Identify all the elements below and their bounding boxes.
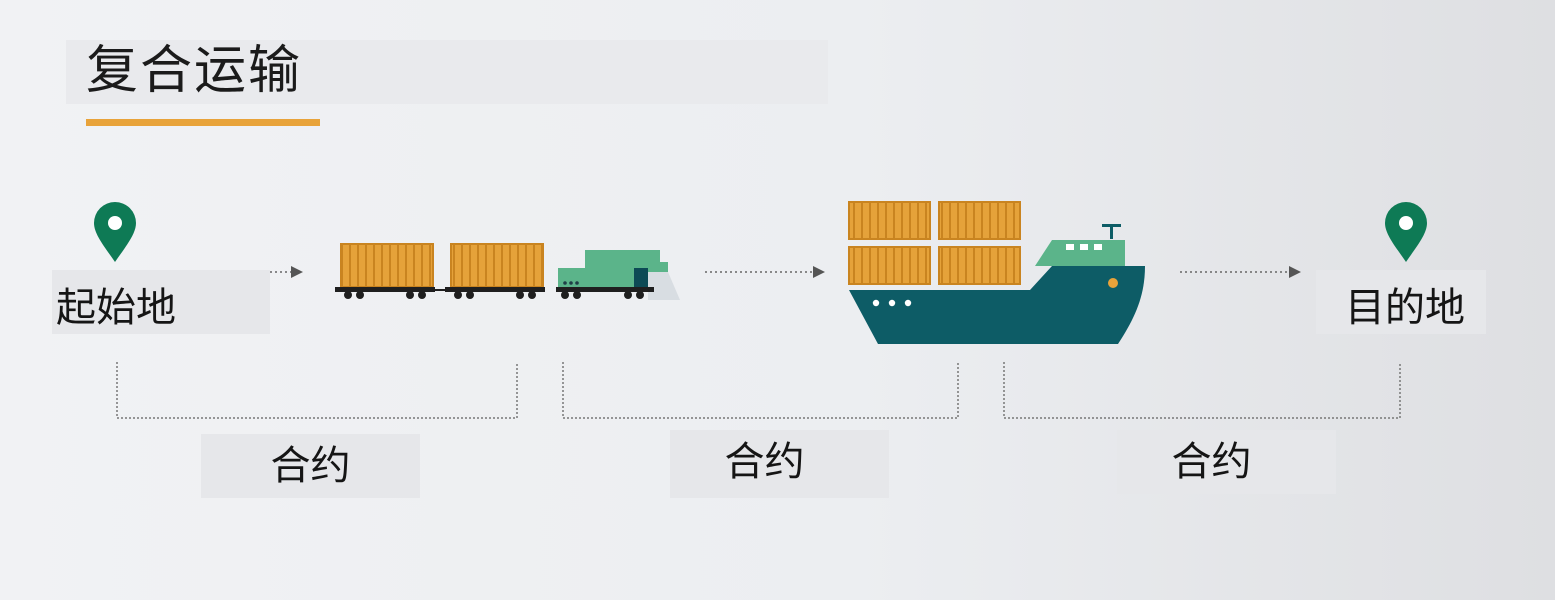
contract-bracket-3 [1003, 362, 1401, 419]
contract-label-box-2 [670, 430, 889, 498]
destination-label: 目的地 [1345, 285, 1465, 331]
title-underline [86, 119, 320, 126]
contract-bracket-1 [116, 362, 518, 419]
page-title: 复合运输 [86, 41, 303, 101]
train-icon [335, 243, 680, 300]
destination-pin-icon [1385, 202, 1427, 262]
title-background [66, 40, 828, 104]
contract-label-box-1 [201, 434, 420, 498]
origin-pin-icon [94, 202, 136, 262]
contract-label-1: 合约 [270, 443, 351, 489]
origin-label-box [52, 270, 270, 334]
contract-label-2: 合约 [724, 439, 805, 485]
contract-label-box-3 [1117, 430, 1336, 494]
container-ship-icon [848, 201, 1145, 344]
contract-bracket-2 [562, 362, 959, 419]
contract-label-3: 合约 [1171, 439, 1252, 485]
contract-brackets [116, 362, 1401, 419]
destination-label-box [1316, 270, 1486, 334]
origin-label: 起始地 [56, 285, 176, 331]
